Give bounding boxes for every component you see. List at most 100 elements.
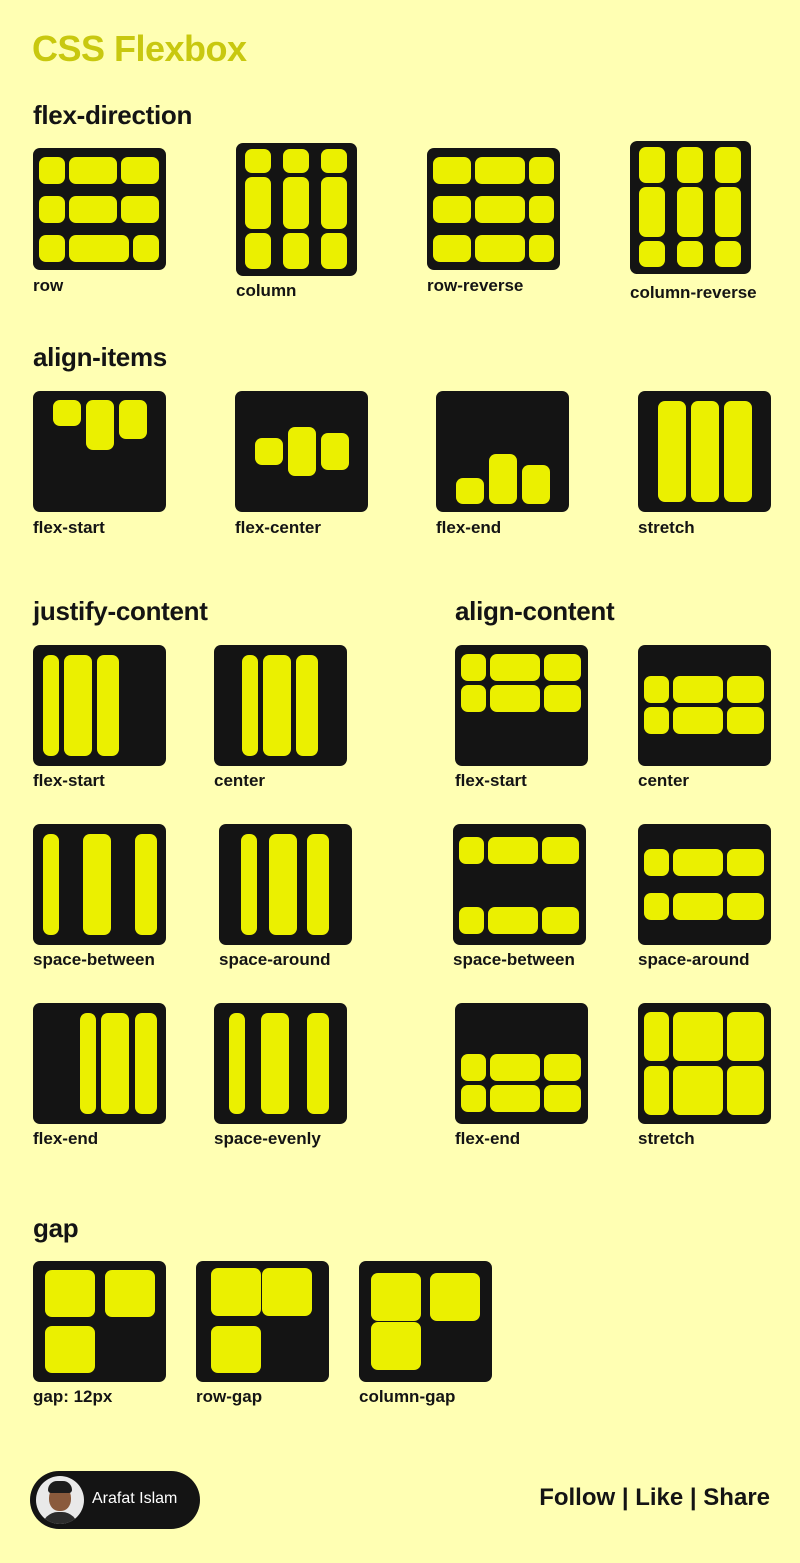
item-block (321, 433, 349, 470)
item-block (283, 149, 309, 173)
section-title-gap: gap (33, 1213, 79, 1243)
tile-row-reverse (427, 148, 560, 270)
item-block (211, 1326, 261, 1373)
avatar (36, 1476, 84, 1524)
label-row-reverse: row-reverse (427, 276, 524, 295)
item-block (135, 1013, 157, 1114)
item-block (677, 187, 703, 237)
section-title-justify-content: justify-content (33, 596, 208, 626)
label-column-reverse: column-reverse (630, 283, 757, 302)
item-block (135, 834, 157, 935)
item-block (522, 465, 550, 504)
item-block (307, 1013, 329, 1114)
item-block (97, 655, 119, 756)
item-block (673, 849, 723, 876)
item-block (727, 849, 764, 876)
tile-content-flex-start (455, 645, 588, 766)
label-align-flex-start: flex-start (33, 518, 105, 537)
item-block (673, 1012, 723, 1061)
label-column: column (236, 281, 297, 300)
item-block (45, 1270, 95, 1317)
tile-align-flex-start (33, 391, 166, 512)
item-block (727, 1012, 764, 1061)
item-block (105, 1270, 155, 1317)
item-block (488, 907, 538, 934)
follow-like-share: Follow | Like | Share (539, 1484, 770, 1511)
item-block (69, 235, 129, 262)
item-block (119, 400, 147, 439)
item-block (673, 893, 723, 920)
item-block (321, 177, 347, 229)
item-block (644, 893, 669, 920)
item-block (639, 241, 665, 267)
item-block (245, 149, 271, 173)
tile-align-stretch (638, 391, 771, 512)
label-row: row (33, 276, 64, 295)
section-title-align-items: align-items (33, 342, 167, 372)
item-block (715, 147, 741, 183)
item-block (283, 177, 309, 229)
item-block (644, 676, 669, 703)
item-block (644, 707, 669, 734)
item-block (658, 401, 686, 502)
item-block (283, 233, 309, 269)
label-justify-space-evenly: space-evenly (214, 1129, 321, 1148)
label-content-flex-end: flex-end (455, 1129, 521, 1148)
tile-content-flex-end (455, 1003, 588, 1124)
item-block (673, 1066, 723, 1115)
item-block (307, 834, 329, 935)
item-block (529, 235, 554, 262)
tile-gap-12px (33, 1261, 166, 1382)
label-column-gap: column-gap (359, 1387, 456, 1406)
item-block (321, 233, 347, 269)
section-title-align-content: align-content (455, 596, 615, 626)
item-block (242, 655, 258, 756)
item-block (262, 1268, 312, 1316)
item-block (80, 1013, 96, 1114)
item-block (45, 1326, 95, 1373)
item-block (430, 1273, 480, 1321)
item-block (321, 149, 347, 173)
item-block (488, 837, 538, 864)
item-block (529, 196, 554, 223)
item-block (43, 834, 59, 935)
item-block (211, 1268, 261, 1316)
item-block (459, 907, 484, 934)
item-block (475, 196, 525, 223)
tile-justify-flex-start (33, 645, 166, 766)
label-content-space-around: space-around (638, 950, 750, 969)
label-row-gap: row-gap (196, 1387, 263, 1406)
item-block (69, 157, 117, 184)
item-block (121, 157, 159, 184)
tile-column (236, 143, 357, 276)
label-align-stretch: stretch (638, 518, 695, 537)
item-block (691, 401, 719, 502)
item-block (677, 147, 703, 183)
item-block (544, 654, 581, 681)
item-block (229, 1013, 245, 1114)
item-block (371, 1322, 421, 1370)
tile-content-space-between (453, 824, 586, 945)
section-title-flex-direction: flex-direction (33, 100, 193, 130)
author-badge[interactable]: Arafat Islam (30, 1471, 200, 1529)
item-block (529, 157, 554, 184)
label-gap-12px: gap: 12px (33, 1387, 113, 1406)
item-block (639, 147, 665, 183)
tile-content-space-around (638, 824, 771, 945)
item-block (459, 837, 484, 864)
item-block (288, 427, 316, 476)
item-block (245, 233, 271, 269)
item-block (727, 676, 764, 703)
tile-content-stretch (638, 1003, 771, 1124)
item-block (490, 654, 540, 681)
item-block (544, 1054, 581, 1081)
item-block (490, 1085, 540, 1112)
label-content-flex-start: flex-start (455, 771, 527, 790)
label-content-stretch: stretch (638, 1129, 695, 1148)
label-justify-flex-end: flex-end (33, 1129, 99, 1148)
item-block (475, 157, 525, 184)
item-block (433, 196, 471, 223)
label-justify-space-between: space-between (33, 950, 155, 969)
item-block (53, 400, 81, 426)
item-block (43, 655, 59, 756)
